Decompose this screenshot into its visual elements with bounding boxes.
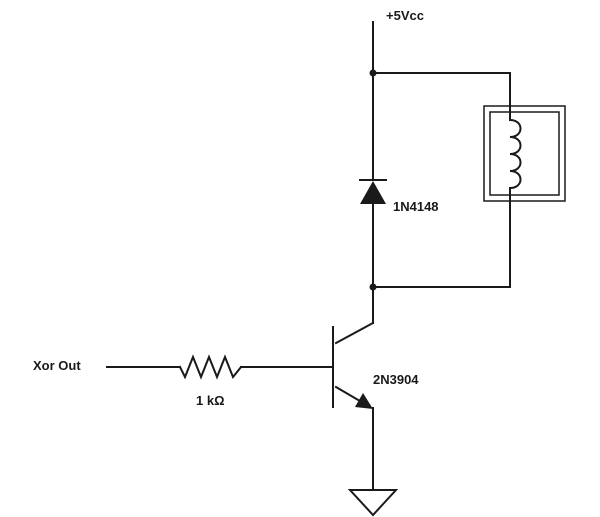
diode-symbol bbox=[359, 179, 387, 204]
transistor-symbol bbox=[332, 286, 375, 491]
relay-return-wire bbox=[372, 196, 511, 288]
relay-symbol bbox=[483, 105, 566, 202]
ground-symbol bbox=[347, 489, 399, 517]
resistor-label: 1 kΩ bbox=[196, 393, 225, 408]
supply-label: +5Vcc bbox=[386, 8, 424, 23]
supply-wire bbox=[372, 21, 511, 116]
diode-label: 1N4148 bbox=[393, 199, 439, 214]
input-label: Xor Out bbox=[33, 358, 81, 373]
resistor-symbol bbox=[178, 354, 243, 380]
transistor-label: 2N3904 bbox=[373, 372, 419, 387]
